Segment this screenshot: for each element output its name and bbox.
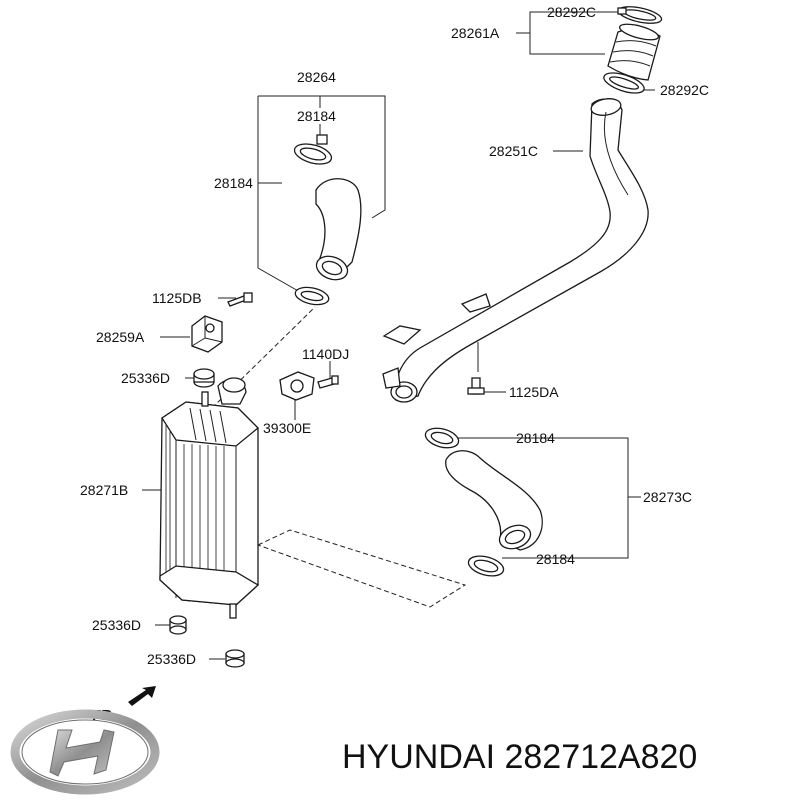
label-28259a: 28259A [96,329,145,345]
label-28264: 28264 [297,69,336,85]
part-number-labels: 28292C 28261A 28292C 28264 28184 28184 2… [80,4,709,667]
intercooler-core [159,377,260,619]
label-25336d-top: 25336D [121,370,170,386]
hose-clamp-top [617,6,663,24]
bolt-1125da [467,377,485,395]
label-28261a: 28261A [451,25,500,41]
bolt-1125db [227,292,253,307]
boost-sensor [279,371,339,401]
label-25336d-bottom: 25336D [147,651,196,667]
label-25336d-mid: 25336D [92,617,141,633]
label-39300e: 39300E [263,420,311,436]
label-1140dj: 1140DJ [302,346,349,362]
rubber-mount-top [193,368,215,388]
label-1125da: 1125DA [509,384,559,400]
upper-hose [293,134,362,306]
label-1125db: 1125DB [152,290,202,306]
label-28184-upper: 28184 [297,108,336,124]
label-28292c-mid: 28292C [660,82,709,98]
hyundai-logo-icon [10,709,160,795]
label-28292c-top: 28292C [547,4,596,20]
label-28184-lower-top: 28184 [516,430,555,446]
label-28184-lower-bottom: 28184 [536,551,575,567]
front-arrow-icon [128,686,156,706]
label-28273c: 28273C [643,489,692,505]
lower-hose [424,427,543,577]
rubber-coupling [607,23,661,81]
label-28271b: 28271B [80,482,128,498]
mounting-bracket [191,315,223,353]
intercooler-pipe [382,98,649,403]
part-caption: HYUNDAI 282712A820 [342,738,697,776]
label-28251c: 28251C [489,143,538,159]
rubber-mount-lower [169,615,245,668]
label-28184-left: 28184 [214,175,253,191]
hose-clamp-middle [603,72,645,94]
